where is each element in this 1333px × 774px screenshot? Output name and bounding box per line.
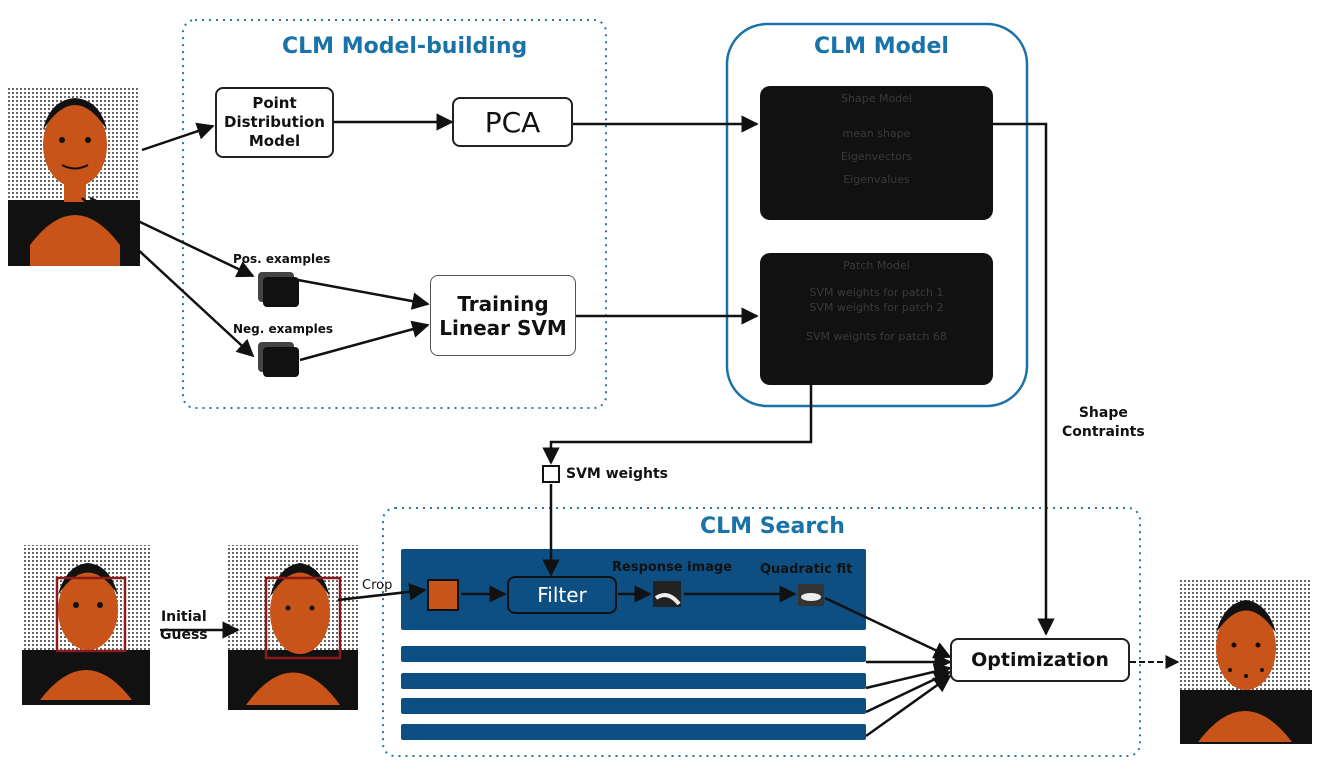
search-bar-5 bbox=[401, 724, 866, 740]
svm-weights-square bbox=[542, 465, 560, 483]
negative-examples-stack bbox=[258, 342, 299, 377]
svm-weights-label: SVM weights bbox=[566, 466, 668, 482]
clm-model-group bbox=[725, 22, 1029, 408]
input-face-image bbox=[22, 545, 150, 705]
quadratic-fit-label: Quadratic fit bbox=[760, 562, 853, 577]
clm-model-title: CLM Model bbox=[814, 34, 949, 59]
shape-model-title: Shape Model bbox=[841, 92, 912, 105]
filter-box: Filter bbox=[507, 576, 617, 614]
initial-guess-label: Initial Guess bbox=[160, 609, 208, 643]
training-linear-svm-box: Training Linear SVM bbox=[430, 275, 576, 356]
positive-examples-stack bbox=[258, 272, 299, 307]
patch-model-box: Patch Model SVM weights for patch 1 SVM … bbox=[760, 253, 993, 385]
result-face-image bbox=[1180, 578, 1312, 744]
training-face-image bbox=[8, 86, 140, 266]
model-building-title: CLM Model-building bbox=[282, 34, 528, 59]
search-bar-4 bbox=[401, 698, 866, 714]
search-bar-2 bbox=[401, 646, 866, 662]
shape-constraints-label: Shape Contraints bbox=[1062, 405, 1145, 440]
pca-box: PCA bbox=[452, 97, 573, 147]
response-image-label: Response image bbox=[612, 560, 733, 575]
optimization-box: Optimization bbox=[950, 638, 1130, 682]
point-distribution-model-box: Point Distribution Model bbox=[215, 87, 334, 158]
shape-model-line: mean shape bbox=[842, 127, 911, 140]
patch-model-title: Patch Model bbox=[843, 259, 910, 272]
patch-model-line: SVM weights for patch 1 bbox=[809, 286, 944, 299]
crop-patch-thumb bbox=[427, 579, 459, 611]
search-bar-3 bbox=[401, 673, 866, 689]
shape-model-line: Eigenvectors bbox=[840, 150, 913, 163]
crop-label: Crop bbox=[362, 578, 393, 593]
clm-search-group bbox=[382, 507, 1141, 757]
connectors bbox=[81, 113, 1055, 738]
pos-examples-label: Pos. examples bbox=[233, 252, 331, 266]
neg-examples-label: Neg. examples bbox=[233, 322, 333, 336]
shape-model-line: Eigenvalues bbox=[843, 173, 910, 186]
clm-search-title: CLM Search bbox=[700, 514, 845, 539]
patch-model-line: SVM weights for patch 2 bbox=[809, 301, 944, 314]
patch-model-line: SVM weights for patch 68 bbox=[806, 330, 947, 343]
shape-model-box: Shape Model mean shape Eigenvectors Eige… bbox=[760, 86, 993, 220]
model-building-group bbox=[182, 19, 607, 409]
guess-face-image bbox=[228, 545, 358, 710]
